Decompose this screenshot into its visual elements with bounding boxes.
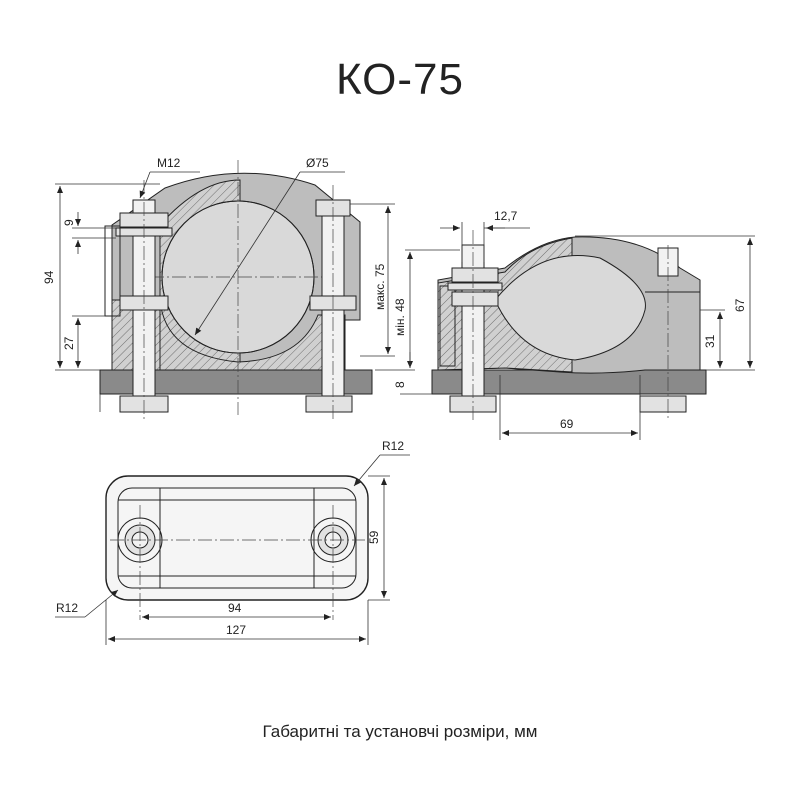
side-view: 12,7 мін. 48 8 67 31 69: [393, 209, 755, 440]
front-right-bottom-nut: [305, 395, 353, 413]
dim-31-label: 31: [703, 334, 717, 348]
front-clamp-section: [159, 299, 346, 371]
side-right-bottom-nut: [639, 395, 687, 413]
dim-radius-bottom-label: R12: [56, 601, 78, 615]
top-view: R12 R12 59 94 127: [55, 439, 410, 645]
dim-67-label: 67: [733, 298, 747, 312]
dim-94-spacing-label: 94: [228, 601, 242, 615]
front-view: М12 Ø75 94 9 27 макс. 75: [42, 156, 415, 420]
dim-94-height-label: 94: [42, 270, 56, 284]
dim-9-label: 9: [62, 219, 76, 226]
dim-pipe-diameter-label: Ø75: [306, 156, 329, 170]
dim-127-label: 127: [226, 623, 246, 637]
dim-59-label: 59: [367, 530, 381, 544]
dim-8-label: 8: [393, 381, 407, 388]
caption: Габаритні та установчі розміри, мм: [262, 722, 538, 741]
dim-radius-top-label: R12: [382, 439, 404, 453]
dim-thread-label: М12: [157, 156, 181, 170]
dim-69-label: 69: [560, 417, 574, 431]
side-pipe: [494, 255, 646, 361]
page-title: КО-75: [336, 55, 464, 104]
side-left-mid-nut: [451, 291, 499, 307]
dim-12-7-label: 12,7: [494, 209, 518, 223]
side-left-top-nut: [451, 267, 499, 283]
dim-min-48-label: мін. 48: [393, 298, 407, 336]
dim-max-75-label: макс. 75: [373, 263, 387, 310]
side-left-washer: [447, 282, 503, 291]
dim-27-label: 27: [62, 336, 76, 350]
top-plate-outline: [105, 475, 369, 601]
